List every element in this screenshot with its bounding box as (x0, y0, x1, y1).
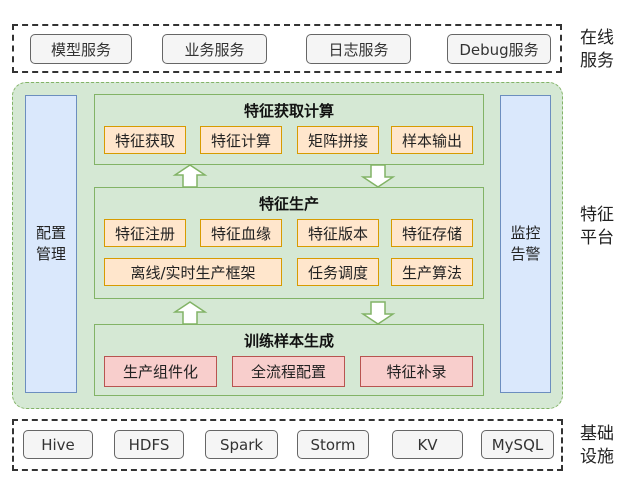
arrow-down-icon (360, 164, 396, 188)
production-item-algorithm: 生产算法 (391, 258, 473, 286)
production-item-register: 特征注册 (104, 219, 186, 247)
infra-box-storm: Storm (297, 430, 369, 459)
fetch-item-feature-compute: 特征计算 (200, 126, 282, 154)
infrastructure-label: 基础 设施 (580, 424, 614, 467)
config-management-column: 配置 管理 (25, 95, 77, 393)
feature-production-panel-title: 特征生产 (258, 195, 319, 213)
arrow-up-icon (172, 164, 208, 188)
production-item-framework: 离线/实时生产框架 (104, 258, 282, 286)
feature-platform-label: 特征 平台 (580, 205, 614, 248)
feature-fetch-panel-title: 特征获取计算 (243, 102, 334, 120)
infra-box-hive: Hive (23, 430, 93, 459)
fetch-item-feature-fetch: 特征获取 (104, 126, 186, 154)
infra-box-hdfs: HDFS (114, 430, 184, 459)
online-services-label: 在线 服务 (580, 28, 614, 71)
infra-box-kv: KV (392, 430, 463, 459)
arrow-up-icon (172, 301, 208, 325)
training-item-backfill: 特征补录 (360, 356, 473, 387)
fetch-item-sample-output: 样本输出 (391, 126, 473, 154)
training-item-componentization: 生产组件化 (104, 356, 217, 387)
production-item-scheduling: 任务调度 (297, 258, 379, 286)
service-box-model: 模型服务 (30, 34, 132, 64)
production-item-version: 特征版本 (297, 219, 379, 247)
service-box-log: 日志服务 (306, 34, 411, 64)
production-item-storage: 特征存储 (391, 219, 473, 247)
service-box-debug: Debug服务 (447, 34, 551, 64)
production-item-lineage: 特征血缘 (200, 219, 282, 247)
infrastructure-row (12, 419, 563, 471)
arrow-down-icon (360, 301, 396, 325)
training-item-full-config: 全流程配置 (232, 356, 345, 387)
service-box-business: 业务服务 (162, 34, 267, 64)
infra-box-mysql: MySQL (481, 430, 554, 459)
infra-box-spark: Spark (205, 430, 278, 459)
training-sample-panel-title: 训练样本生成 (243, 332, 334, 350)
monitoring-alert-column: 监控 告警 (500, 95, 551, 393)
fetch-item-matrix-join: 矩阵拼接 (297, 126, 379, 154)
